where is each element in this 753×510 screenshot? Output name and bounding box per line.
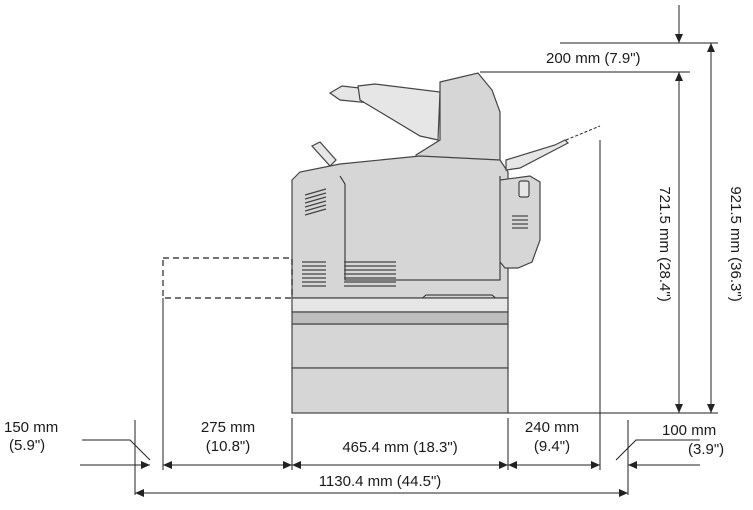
small-output-tray (311, 141, 337, 167)
label-right-tray-mm: 240 mm (525, 419, 579, 436)
tray-divider (291, 297, 509, 313)
vent-front (344, 261, 396, 287)
label-left-clearance-in: (5.9") (9, 437, 45, 454)
label-left-clearance-mm: 150 mm (4, 419, 58, 436)
label-total-height: 921.5 mm (36.3") (727, 186, 744, 301)
tray-extension-right-dashed (565, 125, 601, 141)
label-left-tray-in: (10.8") (206, 438, 251, 455)
label-printer-width: 465.4 mm (18.3") (342, 439, 457, 456)
left-tray-extension-dashed (162, 257, 293, 299)
label-total-width: 1130.4 mm (44.5") (319, 473, 442, 490)
printer-illustration (291, 72, 601, 414)
printer-upper-body (291, 155, 509, 299)
vent-lower-left (302, 261, 326, 287)
paper-tray-2 (291, 367, 509, 414)
label-right-clearance-in: (3.9") (688, 441, 724, 458)
label-right-tray-in: (9.4") (534, 438, 570, 455)
label-left-tray-mm: 275 mm (201, 419, 255, 436)
paper-tray-1 (291, 323, 509, 369)
right-output-tray (505, 139, 570, 171)
label-right-clearance-mm: 100 mm (662, 422, 716, 439)
vent-upper-left (304, 188, 327, 216)
label-printer-height: 721.5 mm (28.4") (656, 186, 673, 301)
side-unit (499, 175, 541, 269)
label-top-clearance: 200 mm (7.9") (546, 50, 641, 67)
dimension-lines (80, 5, 718, 495)
arrowheads (135, 34, 715, 497)
